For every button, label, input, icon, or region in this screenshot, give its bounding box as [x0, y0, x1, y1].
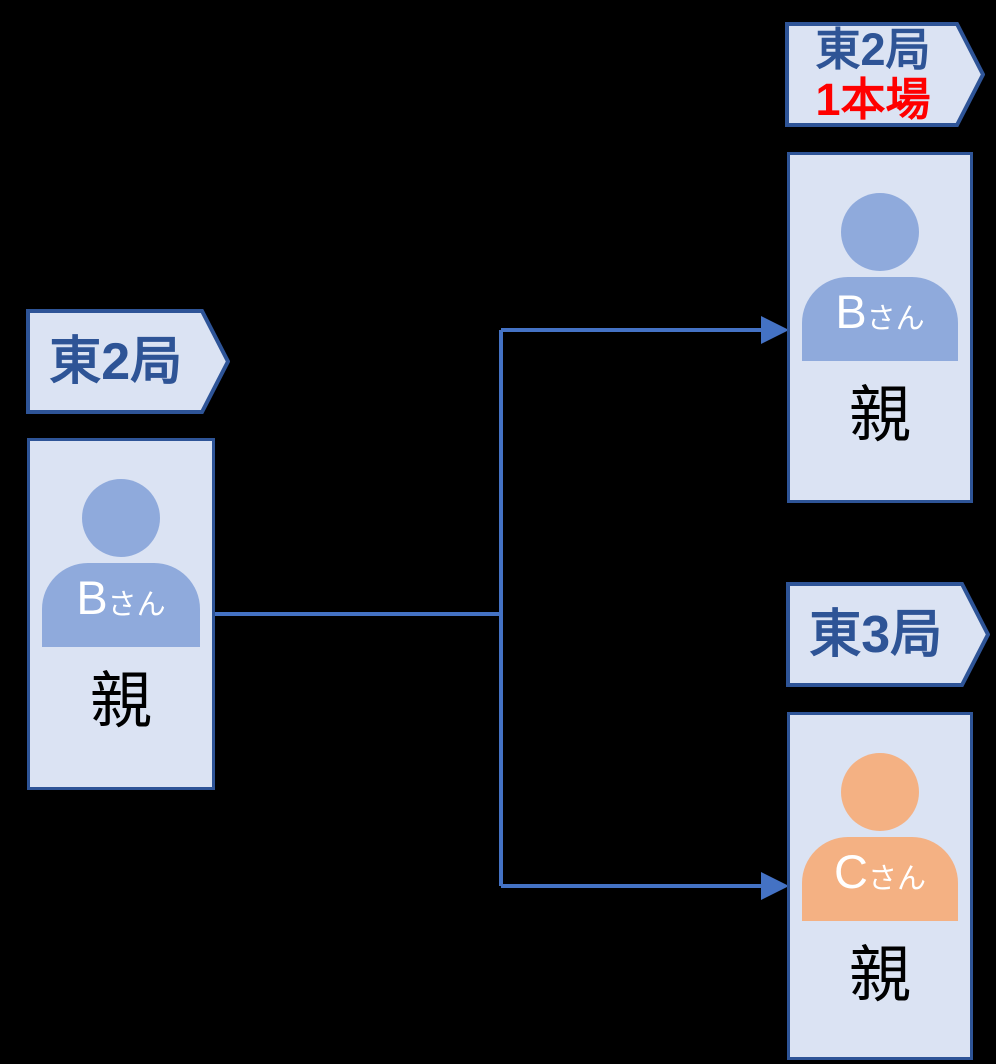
person-icon-blue: Bさん [30, 441, 212, 647]
round-tag-text: 東2局 [815, 23, 931, 75]
person-shoulders [42, 563, 200, 647]
player-name: Cさん [834, 845, 926, 898]
person-head [841, 753, 919, 831]
role-label: 親 [89, 667, 152, 736]
player-card-source: Bさん 親 [27, 438, 215, 790]
person-head [841, 193, 919, 271]
branch-connector-path [215, 328, 764, 888]
round-tag-text: 東2局 [49, 332, 183, 391]
round-tag-source: 東2局 [26, 309, 230, 414]
player-name: Bさん [835, 285, 925, 338]
player-card-outcome-bottom: Cさん 親 [787, 712, 973, 1060]
arrowhead-top-icon [761, 316, 789, 344]
round-tag-outcome-bottom: 東3局 [786, 582, 990, 687]
person-icon-blue: Bさん [790, 155, 970, 361]
pentagon-tag-shape [26, 309, 230, 414]
person-shoulders [802, 277, 958, 361]
role-label: 親 [848, 941, 911, 1010]
pentagon-tag-shape [785, 22, 985, 127]
pentagon-tag-shape [786, 582, 990, 687]
player-name: Bさん [76, 571, 166, 624]
person-head [82, 479, 160, 557]
player-card-outcome-top: Bさん 親 [787, 152, 973, 503]
role-label: 親 [848, 381, 911, 450]
person-icon-orange: Cさん [790, 715, 970, 921]
arrowhead-bottom-icon [761, 872, 789, 900]
round-tag-label: 東2局 1本場 [785, 22, 961, 127]
person-shoulders [802, 837, 958, 921]
round-tag-outcome-top: 東2局 1本場 [785, 22, 985, 127]
round-tag-label: 東2局 [26, 309, 206, 414]
round-tag-text: 東3局 [809, 605, 943, 664]
round-tag-label: 東3局 [786, 582, 966, 687]
honba-tag-text: 1本場 [815, 73, 931, 125]
